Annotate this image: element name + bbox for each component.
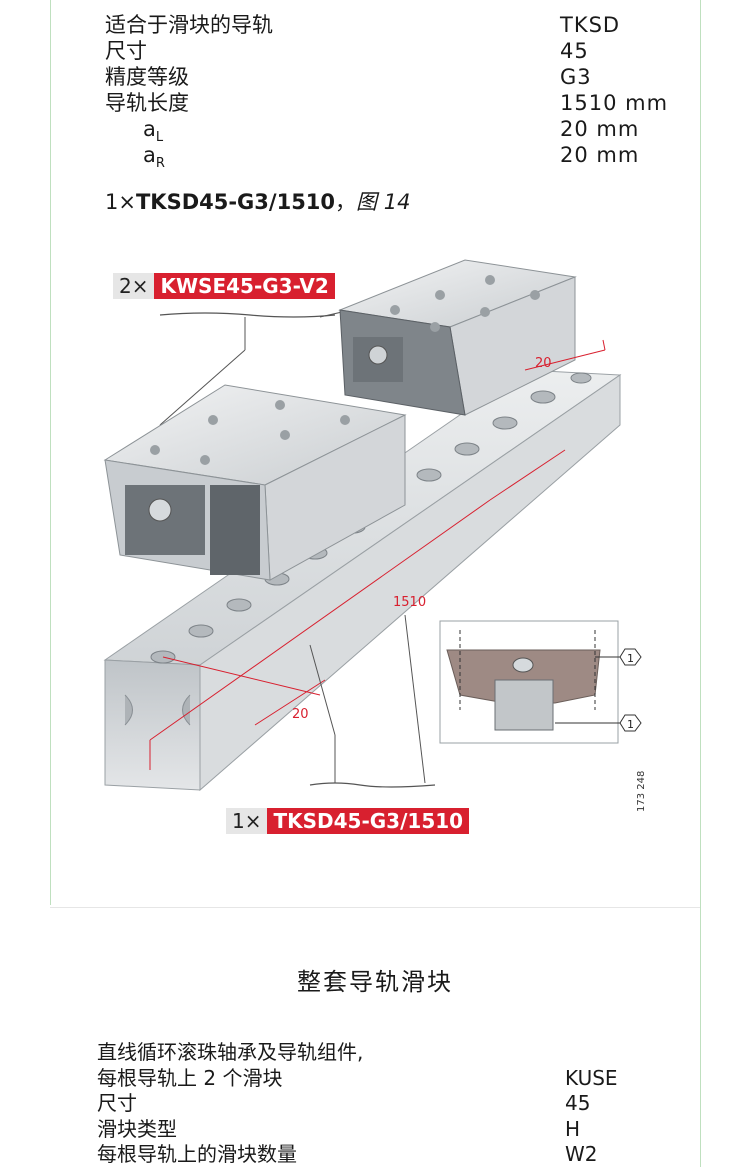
callout-part-number: KWSE45-G3-V2	[154, 273, 335, 299]
left-frame-line	[50, 0, 51, 905]
symbol-a: a	[143, 143, 156, 167]
leader-line	[159, 349, 246, 426]
position-marker-1: 1	[627, 652, 634, 665]
order-quantity: 1×	[105, 190, 136, 214]
dimension-length: 1510	[393, 595, 426, 610]
callout-wave	[309, 782, 436, 788]
spec-label: 适合于滑块的导轨	[105, 13, 273, 37]
spec-label: 导轨长度	[105, 91, 189, 115]
figure-number: 173 248	[636, 770, 647, 812]
spec-value: TKSD	[560, 13, 621, 37]
callout-quantity: 2×	[113, 273, 155, 299]
leader-line	[309, 644, 336, 736]
spec-value: H	[565, 1116, 581, 1141]
spec-label: 每根导轨上 2 个滑块	[97, 1065, 283, 1090]
carriage-front	[103, 384, 407, 581]
spec-label: 尺寸	[105, 39, 147, 63]
rail-assembly-illustration: 20 1510 20 1 1	[103, 259, 642, 792]
dimension-ar: 20	[535, 356, 552, 371]
spec-value: 45	[560, 39, 589, 63]
spec-value: W2	[565, 1142, 598, 1166]
symbol-subscript: R	[155, 156, 165, 172]
order-designation: 1×TKSD45-G3/1510，图 14	[105, 186, 410, 216]
order-separator: ，	[335, 190, 357, 214]
carriage-callout: 2× KWSE45-G3-V2	[113, 273, 335, 299]
spec-value-ar: 20 mm	[560, 143, 640, 167]
spec-label: 精度等级	[105, 65, 189, 89]
spec-value: KUSE	[565, 1065, 618, 1090]
spec-label: 尺寸	[97, 1091, 137, 1115]
carriage-back	[338, 259, 577, 416]
spec-value: 45	[565, 1091, 591, 1115]
spec-label: 每根导轨上的滑块数量	[97, 1142, 297, 1166]
section-title: 整套导轨滑块	[297, 968, 453, 996]
dimension-lines	[149, 339, 606, 770]
order-code: TKSD45-G3/1510	[135, 190, 336, 214]
cross-section-inset	[439, 620, 642, 744]
dimension-al: 20	[292, 707, 309, 722]
figure-reference: 图 14	[356, 190, 411, 214]
callout-wave	[159, 312, 336, 318]
rail-callout: 1× TKSD45-G3/1510	[226, 808, 470, 834]
section-divider	[50, 907, 700, 908]
position-marker-2: 1	[627, 718, 634, 731]
leader-line	[404, 614, 426, 784]
right-frame-line	[700, 0, 701, 1167]
spec-value: 1510 mm	[560, 91, 669, 115]
symbol-a: a	[143, 117, 156, 141]
spec-label-ar: aR	[143, 142, 165, 177]
callout-part-number: TKSD45-G3/1510	[267, 808, 470, 834]
spec-value-al: 20 mm	[560, 117, 640, 141]
spec-label: 滑块类型	[97, 1116, 177, 1141]
spec-label: 直线循环滚珠轴承及导轨组件,	[97, 1040, 364, 1064]
spec-label-al: aL	[143, 116, 163, 151]
spec-value: G3	[560, 65, 592, 89]
symbol-subscript: L	[155, 130, 164, 146]
callout-quantity: 1×	[226, 808, 268, 834]
